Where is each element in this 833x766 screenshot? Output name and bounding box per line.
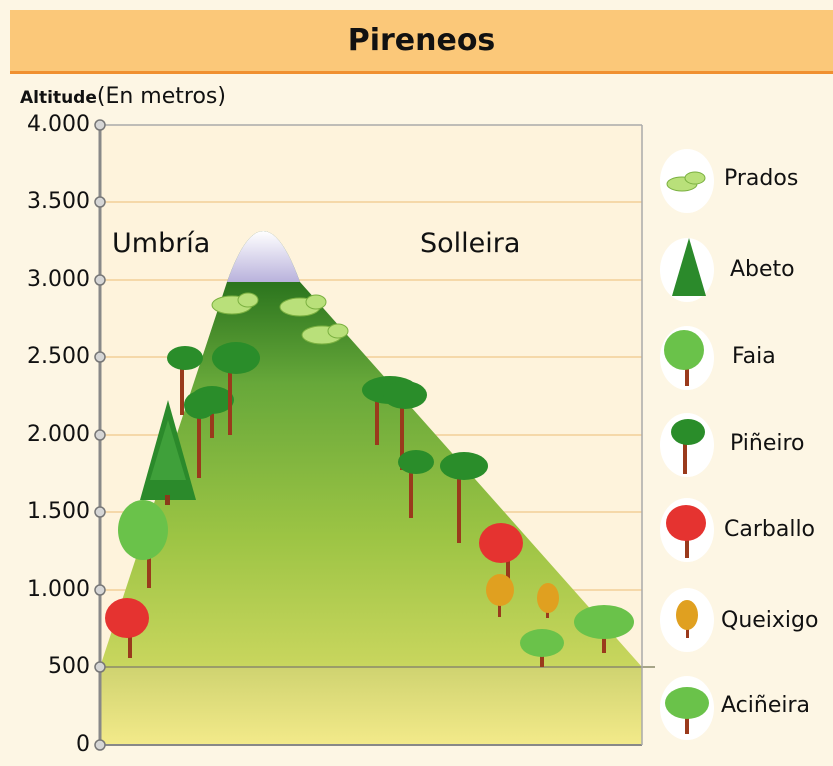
tick-label: 1.000 [27, 577, 90, 602]
fir-trees [140, 400, 196, 505]
snow-cap [227, 231, 300, 282]
meadow-icon [660, 149, 714, 213]
tick-label: 4.000 [27, 112, 90, 137]
lowland-band [100, 667, 642, 745]
legend-label-prados: Prados [724, 166, 799, 191]
legend-label-queixigo: Queixigo [721, 608, 819, 633]
label-umbria: Umbría [112, 228, 211, 259]
axis-caption: Altitude(En metros) [20, 84, 226, 109]
tick-label: 3.500 [27, 189, 90, 214]
tick-label: 0 [76, 732, 90, 757]
holm-oak-icon [660, 676, 714, 740]
beech-icon [660, 326, 714, 390]
pine-trees [167, 342, 488, 543]
oak-icon [660, 498, 714, 562]
tick-label: 1.500 [27, 499, 90, 524]
axis-unit: (En metros) [96, 84, 226, 109]
pine-icon [660, 413, 714, 477]
axis-tick-marks [94, 119, 106, 751]
legend-icons [660, 149, 714, 740]
oak-trees [105, 523, 523, 658]
legend-label-faia: Faia [732, 344, 776, 369]
title-bar: Pireneos [10, 10, 833, 74]
holm-oak-trees [520, 605, 634, 667]
tick-label: 500 [48, 654, 90, 679]
legend-label-abeto: Abeto [730, 257, 795, 282]
gall-oak-icon [660, 588, 714, 652]
tick-label: 2.000 [27, 422, 90, 447]
gall-oak-trees [486, 574, 559, 618]
axis-label: Altitude [20, 88, 97, 108]
tick-label: 3.000 [27, 267, 90, 292]
label-solleira: Solleira [420, 228, 521, 259]
meadow-patches [211, 292, 349, 345]
legend-label-carballo: Carballo [724, 517, 816, 542]
legend-label-pineiro: Piñeiro [730, 431, 805, 456]
fir-icon [660, 238, 714, 302]
page-title: Pireneos [347, 23, 496, 58]
legend-label-acineira: Aciñeira [721, 693, 810, 718]
tick-label: 2.500 [27, 344, 90, 369]
beech-trees [118, 500, 168, 588]
